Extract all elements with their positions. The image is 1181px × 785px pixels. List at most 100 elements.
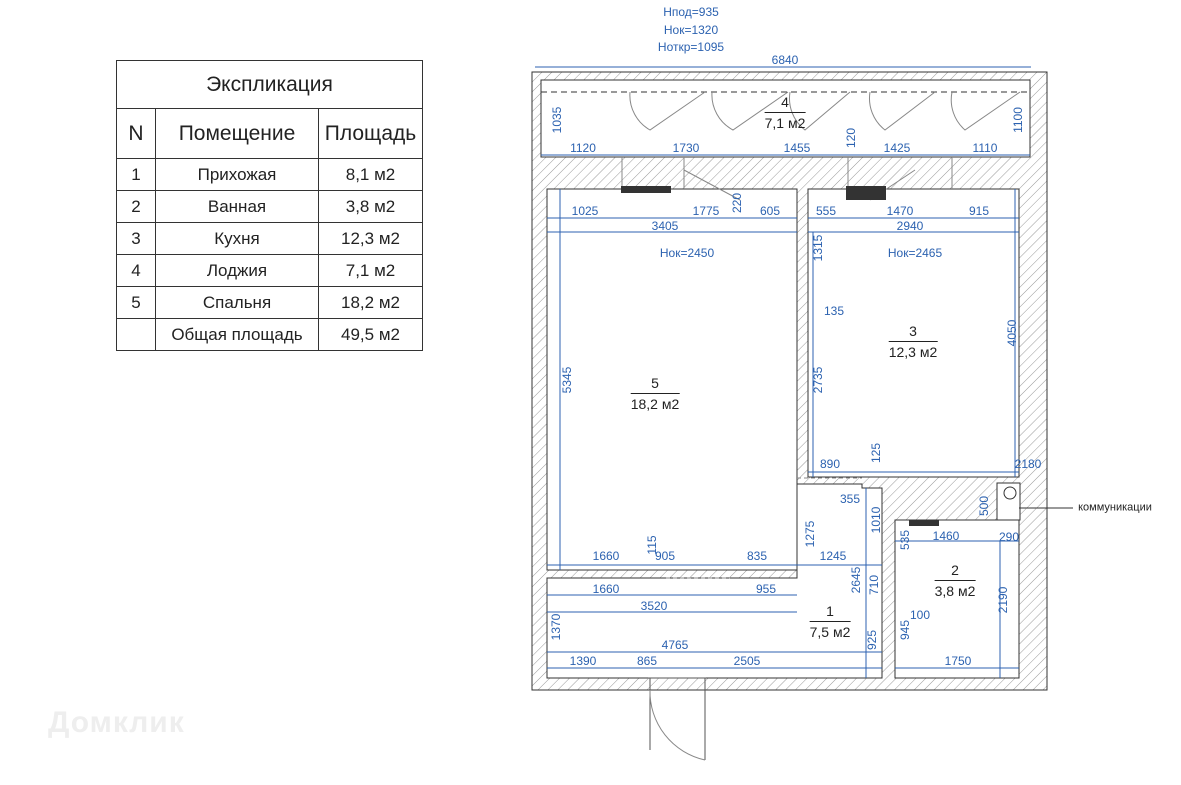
dimension-label: 3520: [640, 599, 668, 613]
dimension-label: 905: [654, 549, 676, 563]
dimension-label: 1470: [886, 204, 914, 218]
bathroom: [894, 519, 1020, 679]
ceiling-height-kitchen: Нок=2465: [887, 246, 943, 260]
dimension-label: 865: [636, 654, 658, 668]
room-area: 12,3 м2: [888, 341, 938, 362]
communications-label: коммуникации: [1078, 501, 1152, 514]
dimension-label: 925: [865, 629, 879, 651]
dimension-label: 945: [898, 619, 912, 641]
cell: 12,3 м2: [318, 222, 423, 255]
window-height: Нок=1320: [663, 23, 719, 37]
cell: 3: [116, 222, 156, 255]
cell: 3,8 м2: [318, 190, 423, 223]
dimension-label: 1245: [819, 549, 847, 563]
room-area: 7,1 м2: [764, 112, 806, 133]
cell: [116, 318, 156, 351]
room-number: 1: [826, 603, 834, 619]
dimension-label: 1460: [932, 529, 960, 543]
cell: 2: [116, 190, 156, 223]
dimension-label: 1425: [883, 141, 911, 155]
dimension-label: 1750: [944, 654, 972, 668]
dimension-label: 1110: [972, 141, 998, 155]
dimension-label: 2735: [811, 366, 825, 394]
dimension-label: 135: [823, 304, 845, 318]
dimension-label: 4765: [661, 638, 689, 652]
loggia: [540, 79, 1031, 158]
table-title: Экспликация: [116, 60, 423, 109]
dimension-label: 500: [977, 495, 991, 517]
room-number: 4: [781, 94, 789, 110]
window-opening-height: Ноткр=1095: [657, 40, 725, 54]
dimension-label: 4050: [1005, 319, 1019, 347]
dimension-label: 1455: [783, 141, 811, 155]
cell: Кухня: [155, 222, 319, 255]
dimension-label: 5345: [560, 366, 574, 394]
dimension-label: 2645: [849, 566, 863, 594]
dimension-label: 220: [730, 192, 744, 214]
dimension-label: 1390: [569, 654, 597, 668]
room-label-5: 5 18,2 м2: [630, 373, 680, 414]
dimension-label: 835: [746, 549, 768, 563]
room-area: 3,8 м2: [934, 580, 976, 601]
radiator: [909, 520, 939, 526]
dimension-label: 955: [755, 582, 777, 596]
communications-shaft: [996, 482, 1021, 521]
dimension-label: 1035: [550, 106, 564, 134]
dimension-label: 535: [898, 529, 912, 551]
dimension-label: 605: [759, 204, 781, 218]
dimension-label: 915: [968, 204, 990, 218]
room-label-3: 3 12,3 м2: [888, 321, 938, 362]
cell: 5: [116, 286, 156, 319]
radiator: [621, 186, 671, 193]
dimension-label: 120: [844, 127, 858, 149]
room-number: 3: [909, 323, 917, 339]
room-number: 2: [951, 562, 959, 578]
dimension-label: 1660: [592, 582, 620, 596]
dimension-label: 890: [819, 457, 841, 471]
dimension-label: 1025: [571, 204, 599, 218]
room-label-2: 2 3,8 м2: [934, 560, 976, 601]
room-area: 18,2 м2: [630, 393, 680, 414]
cell: Лоджия: [155, 254, 319, 287]
ceiling-height-bedroom: Нок=2450: [659, 246, 715, 260]
room-label-4: 4 7,1 м2: [764, 92, 806, 133]
header-area: Площадь: [318, 108, 423, 159]
window-sill-height: Нпод=935: [663, 5, 719, 19]
dimension-label: 100: [909, 608, 931, 622]
dimension-label: 2505: [733, 654, 761, 668]
header-n: N: [116, 108, 156, 159]
domclick-watermark: Домклик: [48, 706, 185, 739]
dimension-label: 2180: [1014, 457, 1042, 471]
cell: 18,2 м2: [318, 286, 423, 319]
dimension-label: 1660: [592, 549, 620, 563]
room-area: 7,5 м2: [809, 621, 851, 642]
dimension-label: 290: [998, 530, 1020, 544]
dimension-label: 1100: [1011, 107, 1025, 133]
cell: 8,1 м2: [318, 158, 423, 191]
radiator: [846, 186, 886, 200]
dimension-label: 710: [867, 574, 881, 596]
dimension-label: 2190: [996, 586, 1010, 614]
room-number: 5: [651, 375, 659, 391]
dimension-label: 1775: [692, 204, 720, 218]
cell: Прихожая: [155, 158, 319, 191]
dimension-label: 1275: [803, 520, 817, 548]
dimension-label: 1730: [672, 141, 700, 155]
dimension-label: 6840: [771, 53, 799, 67]
dimension-label: 355: [839, 492, 861, 506]
cell: 49,5 м2: [318, 318, 423, 351]
dimension-label: 1010: [869, 506, 883, 534]
dimension-label: 555: [815, 204, 837, 218]
dimension-label: 1315: [811, 234, 825, 262]
bedroom: [546, 188, 798, 571]
dimension-label: 1120: [570, 141, 596, 155]
cell: Ванная: [155, 190, 319, 223]
dimension-label: 125: [869, 442, 883, 464]
